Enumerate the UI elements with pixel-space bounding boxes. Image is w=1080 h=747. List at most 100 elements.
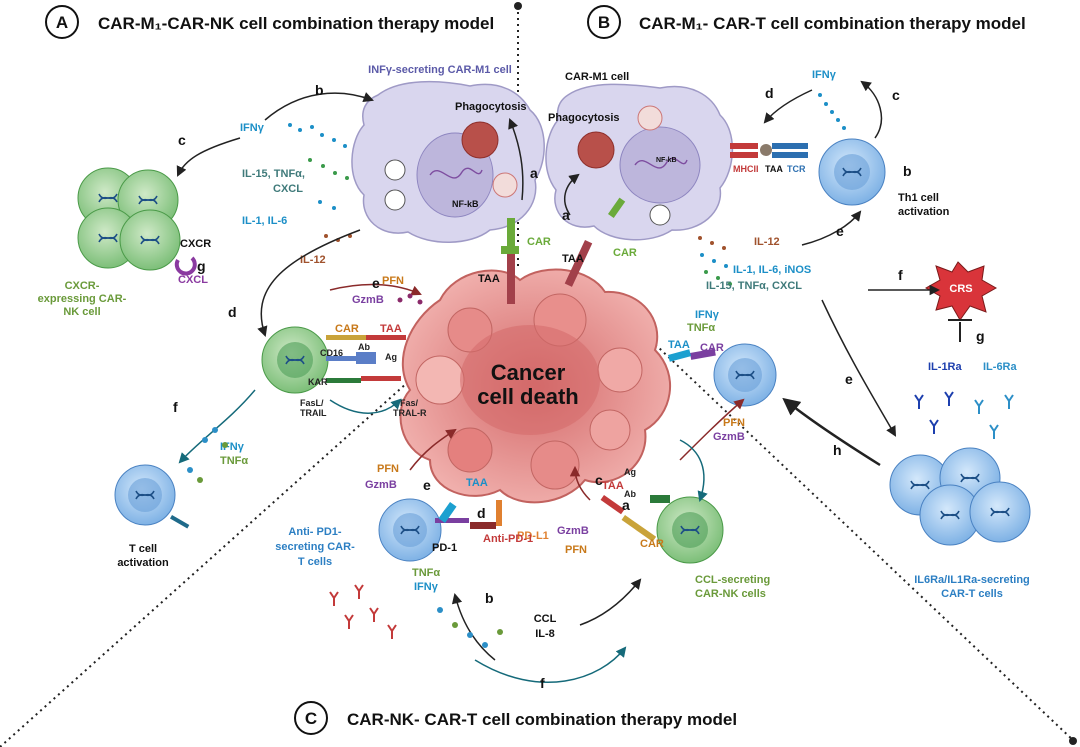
pd1-label: PD-1 [432,542,457,554]
anti-pd1-tcell-label-2: secreting CAR- [275,541,355,553]
gzmb-label-c: GzmB [365,479,397,491]
ccl-nk-label-1: CCL-secreting [695,574,770,586]
tumor-cell [415,355,465,405]
taa-label-a2: TAA [478,273,500,285]
t-cell-activation-2: activation [117,557,169,569]
step-a-b: b [315,82,324,98]
fasl-label-1: FasL/ [300,398,324,408]
cxcr-nk-label-2: expressing CAR- [38,293,127,305]
t-cell-a [114,464,190,529]
nfkb-b: NF-kB [656,157,677,164]
pfn-label-a: PFN [382,275,404,287]
section-b-title: CAR-M₁- CAR-T cell combination therapy m… [639,14,1026,33]
th1-label-1: Th1 cell [898,192,939,204]
step-c-a: a [622,497,630,513]
step-c-e: e [423,477,431,493]
step-a-a: a [530,165,538,181]
ag-label-c: Ag [624,467,636,477]
cytokine-dots-a [288,123,352,242]
ab-label-c: Ab [624,489,636,499]
step-a-g: g [197,258,206,274]
cytokine-dots-b [698,93,846,286]
cd16-label: CD16 [320,348,343,358]
section-a-title: CAR-M₁-CAR-NK cell combination therapy m… [98,14,494,33]
nfkb-a: NF-kB [452,199,479,209]
anti-pd1-tcell-label-1: Anti- PD1- [288,526,342,538]
step-b-e: e [836,223,844,239]
cxcr-nk-label-3: NK cell [63,306,100,318]
granule-dots [187,293,503,648]
section-a-header: A CAR-M₁-CAR-NK cell combination therapy… [45,5,494,39]
cxcr-receptor-icon [174,256,197,276]
tnfa-b2: TNFα [687,322,715,334]
il6ra-tcell-label-2: CAR-T cells [941,588,1003,600]
step-b-h: h [833,442,842,458]
tumor-cell [597,347,643,393]
th1-label-2: activation [898,206,950,218]
ccl-label: CCL [534,613,557,625]
il6ra-car-t-cluster [889,447,1031,546]
kar-label: KAR [308,377,328,387]
step-b-f: f [898,267,903,283]
cxcl-a: CXCL [273,183,303,195]
cxcr-nk-label-1: CXCR- [65,280,100,292]
taa-label-c2: TAA [602,480,624,492]
phagocytosis-b: Phagocytosis [548,112,620,124]
taa-label-b3: TAA [668,339,690,351]
ag-label-a: Ag [385,352,397,362]
step-c-d: d [477,505,486,521]
taa-label-c: TAA [466,477,488,489]
center-label-line2: cell death [477,384,578,409]
step-b-g: g [976,328,985,344]
il6ra-tcell-label-1: IL6Ra/IL1Ra-secreting [914,574,1030,586]
car-m1-a-title: INFγ-secreting CAR-M1 cell [368,64,512,76]
car-label-c: CAR [640,538,664,550]
cxcr-nk-cluster [77,167,181,271]
ifng-b: IFNγ [812,69,837,81]
step-c-b: b [485,590,494,606]
tumor-cell [530,440,580,490]
section-c-title: CAR-NK- CAR-T cell combination therapy m… [347,710,737,729]
anti-pd1-label: Anti-PD-1 [483,533,533,545]
t-cell-activation-1: T cell [129,543,157,555]
pfn-label-b: PFN [723,417,745,429]
step-c-c: c [595,472,603,488]
il15-a: IL-15, TNFα, [242,168,305,180]
step-b-c: c [892,87,900,103]
section-c-badge-circle [294,701,328,735]
ccl-car-nk-cell [600,495,724,564]
step-a-e: e [372,275,380,291]
car-m1-macrophage-b [545,83,734,241]
car-m1-macrophage-a [351,80,545,243]
mhc-label: MHCII [733,164,759,174]
pfn-label-c: PFN [377,463,399,475]
crs-label: CRS [949,283,972,295]
step-b-d: d [765,85,774,101]
step-b-b: b [903,163,912,179]
taa-label-a: TAA [380,323,402,335]
arrows-c [409,428,708,683]
antibody-icons-b [914,391,1014,439]
ifng-a: IFNγ [240,122,265,134]
step-b-a: a [562,207,570,223]
tumor-cell [589,409,631,451]
step-a-d: d [228,304,237,320]
pfn-label-c2: PFN [565,544,587,556]
section-b-badge-circle [587,5,621,39]
tumor-mass [399,268,671,504]
anti-pd1-tcell-label-3: T cells [298,556,332,568]
antibody-icons-c [329,584,397,639]
arrows-b [563,80,972,467]
car-receptor-b [564,197,626,287]
taa-label-b: TAA [765,164,783,174]
il1ra-label: IL-1Ra [928,361,963,373]
section-b-badge: B [598,13,610,32]
car-m1-b-title: CAR-M1 cell [565,71,629,83]
ccl-nk-label-2: CAR-NK cells [695,588,766,600]
section-b-header: B CAR-M₁- CAR-T cell combination therapy… [587,5,1026,39]
gzmb-label-a: GzmB [352,294,384,306]
tumor-cell [447,427,493,473]
car-label-b: CAR [613,247,637,259]
section-a-badge: A [56,13,68,32]
